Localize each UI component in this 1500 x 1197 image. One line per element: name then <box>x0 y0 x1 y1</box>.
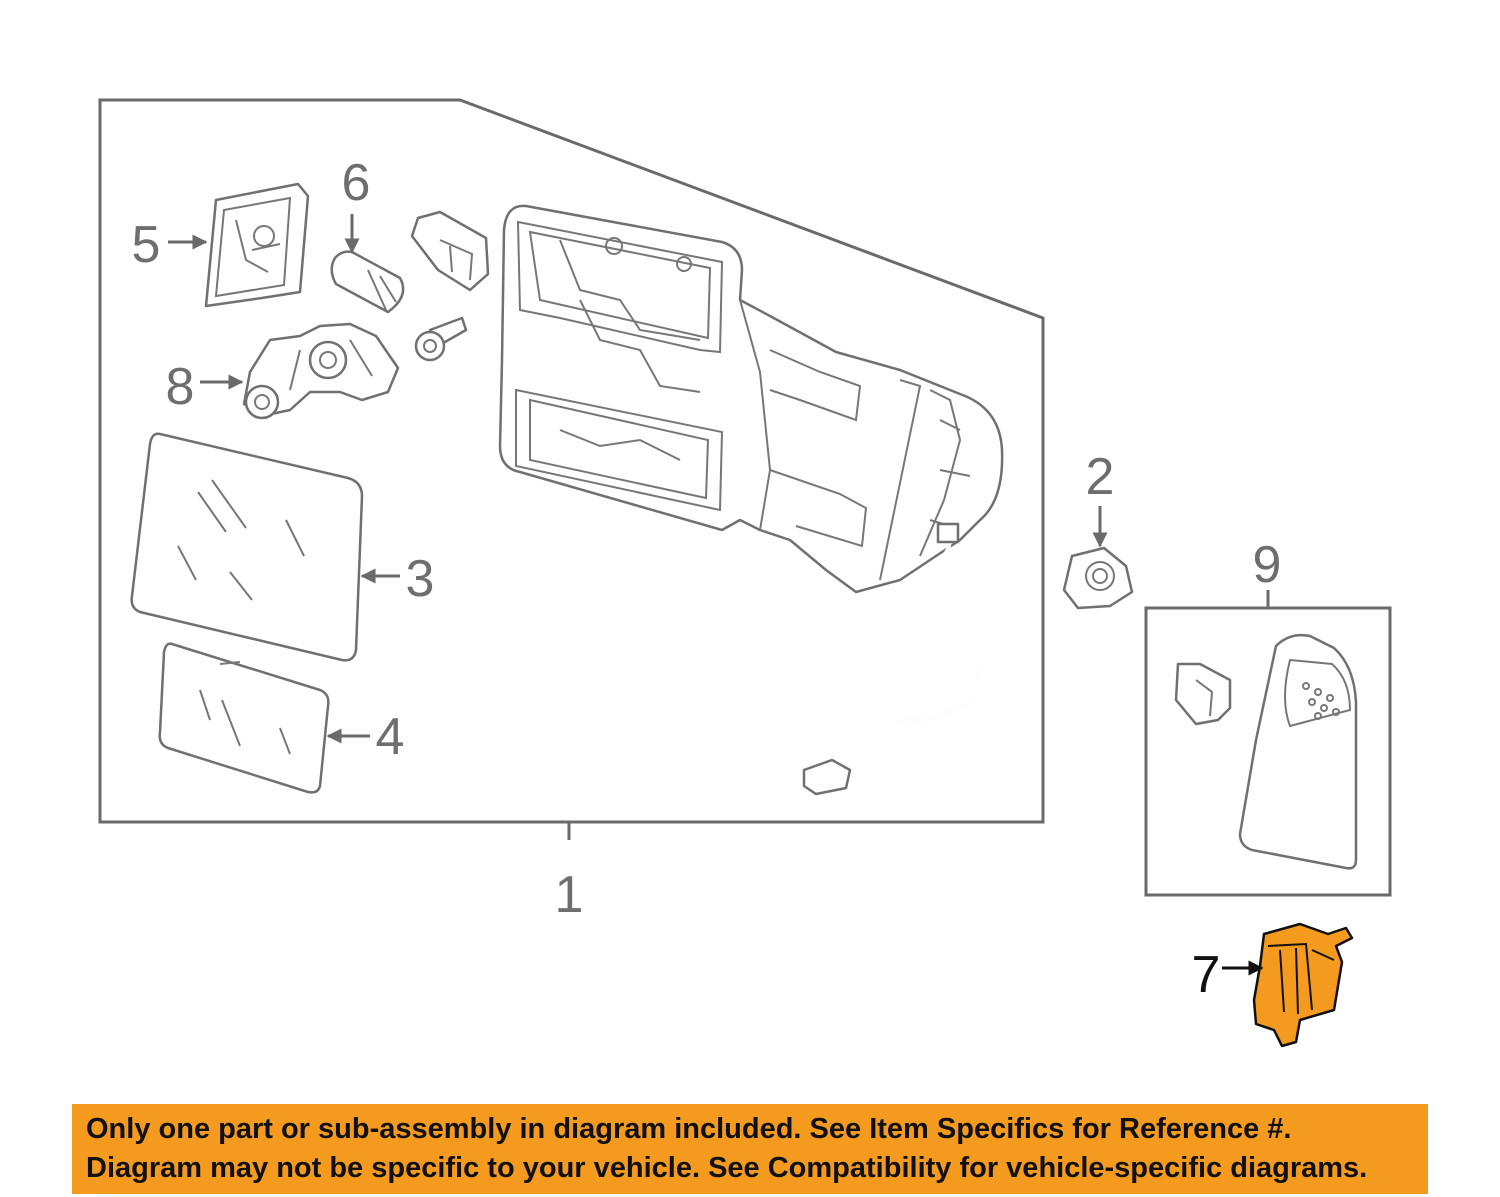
callout-8: 8 <box>166 358 195 416</box>
part-7-bulb-socket <box>1252 922 1354 1048</box>
screw-part <box>414 316 468 362</box>
part-5-bracket <box>204 182 310 308</box>
callout-7: 7 <box>1192 946 1221 1004</box>
disclaimer-banner: Only one part or sub-assembly in diagram… <box>72 1104 1428 1194</box>
callout-1: 1 <box>555 866 584 924</box>
callout-3: 3 <box>406 550 435 608</box>
disclaimer-line-1: Only one part or sub-assembly in diagram… <box>86 1113 1292 1145</box>
part-2-nut <box>1062 546 1134 610</box>
assembly-frame <box>98 98 1045 824</box>
part-3-mirror-glass <box>130 432 364 662</box>
clip-part <box>410 210 490 292</box>
part-6-bulb <box>330 250 405 314</box>
callout-9: 9 <box>1253 536 1282 594</box>
disclaimer-line-2: Diagram may not be specific to your vehi… <box>86 1152 1368 1184</box>
callout-6: 6 <box>342 154 371 212</box>
part-8-motor <box>242 322 400 420</box>
highlighted-part <box>1252 922 1354 1048</box>
part-1-mirror-housing <box>498 204 1004 594</box>
callout-4: 4 <box>376 708 405 766</box>
part-4-spotter-glass <box>158 642 330 794</box>
wiring-harness <box>802 522 980 796</box>
part-9-signal-lamp <box>1174 633 1358 870</box>
callout-5: 5 <box>132 216 161 274</box>
parts-diagram: 1 2 3 4 5 6 7 8 9 <box>98 98 1392 1048</box>
callout-2: 2 <box>1086 448 1115 506</box>
